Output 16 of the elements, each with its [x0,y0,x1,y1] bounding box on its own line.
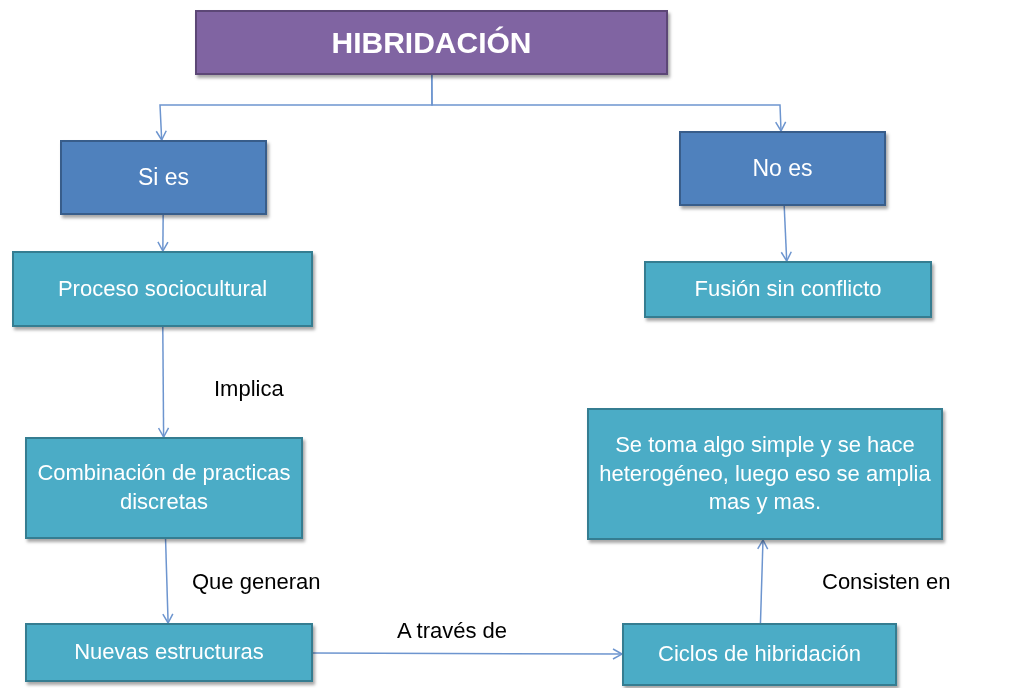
concept-box: Proceso sociocultural [12,251,313,327]
title-box: HIBRIDACIÓN [195,10,668,75]
concept-box: Se toma algo simple y se hace heterogéneo, luego eso se amplia mas y mas. [587,408,943,540]
concept-box: Si es [60,140,267,215]
connector-arrow [162,538,174,624]
concept-box: No es [679,131,886,206]
concept-box: Combinación de practicas discretas [25,437,303,539]
connector-arrow [157,326,170,438]
connector-arrow [756,539,769,624]
connector-arrow [780,205,793,262]
concept-box: Nuevas estructuras [25,623,313,682]
connector-arrow [312,648,623,660]
concept-box: Fusión sin conflicto [644,261,932,318]
concept-box: Ciclos de hibridación [622,623,897,686]
connector-arrow [157,214,169,252]
connector-arrow [431,74,787,132]
